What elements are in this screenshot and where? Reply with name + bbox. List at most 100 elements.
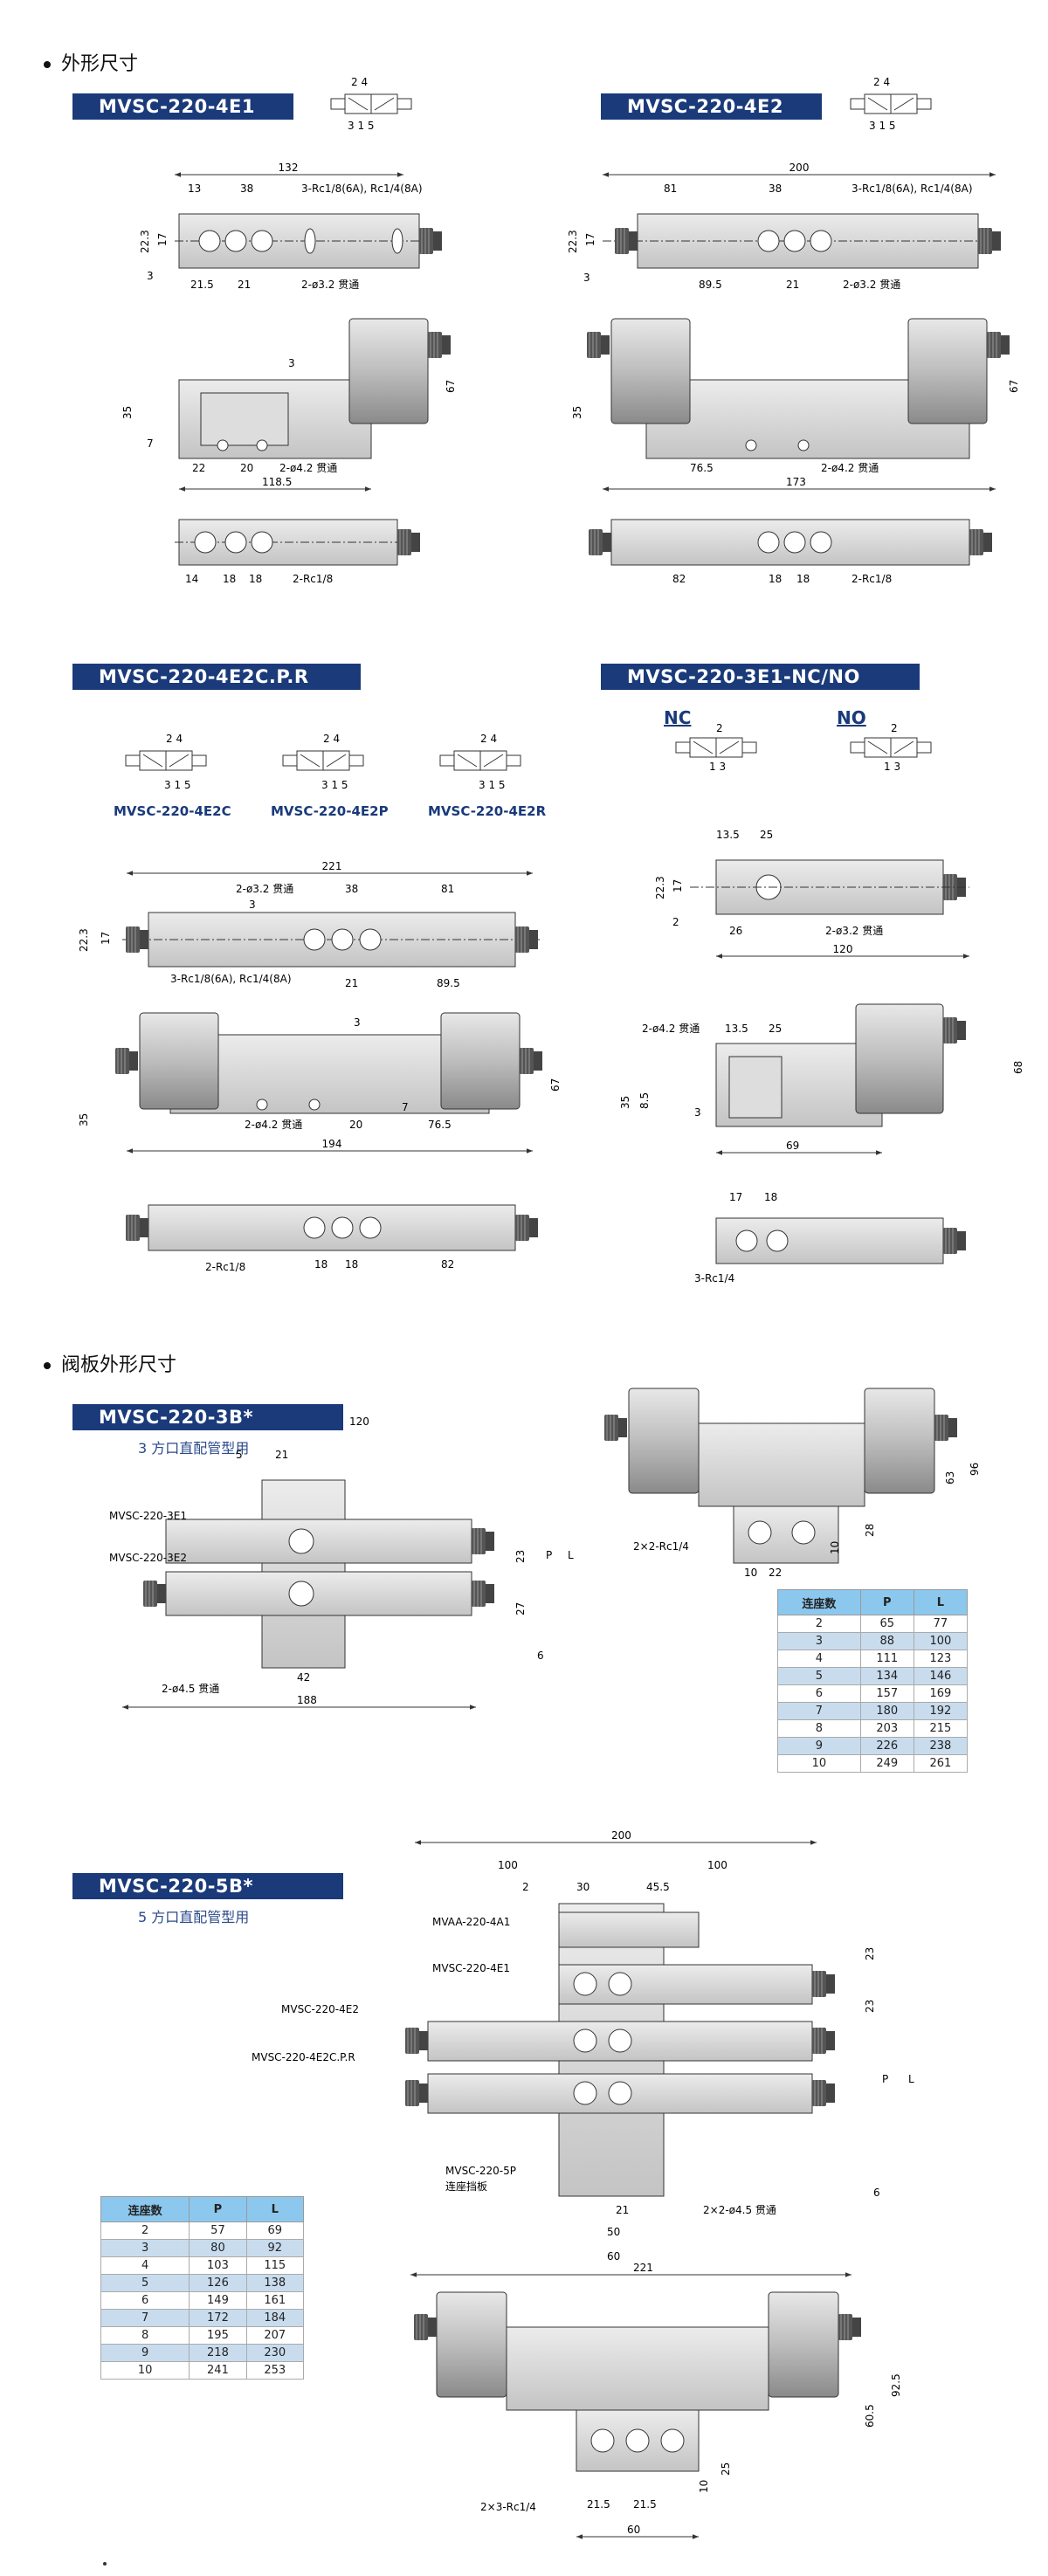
- dim-18a: 18: [223, 573, 236, 585]
- table-cell: 226: [859, 1737, 914, 1755]
- diagram-4e2cpr: 2 4 2 4 2 4 3 1 5 3 1 5 3 1 5 221 2-ø3.2…: [78, 733, 562, 1273]
- table-cell: 3: [777, 1632, 861, 1650]
- port-label: 2×3-Rc1/4: [480, 2501, 536, 2513]
- hole-note-2: 2-ø4.2 贯通: [821, 462, 879, 474]
- dim-42: 42: [297, 1671, 310, 1684]
- dim-38: 38: [240, 183, 253, 195]
- valve-label-3e1: MVSC-220-3E1: [109, 1510, 187, 1522]
- dim-35: 35: [619, 1096, 631, 1109]
- dim-22: 22: [769, 1567, 782, 1579]
- th-p: P: [189, 2196, 247, 2222]
- dim-17: 17: [100, 932, 112, 945]
- table-cell: 192: [913, 1702, 969, 1720]
- dim-38: 38: [769, 183, 782, 195]
- hole-note: 2-ø3.2 贯通: [236, 883, 293, 895]
- table-cell: 10: [777, 1754, 861, 1773]
- diagram-4e2: 2 4 3 1 5 200 81 38 3-Rc1/8(6A), Rc1/4(8…: [567, 76, 1020, 585]
- dim-200: 200: [789, 162, 810, 174]
- footer-dot: [103, 2562, 107, 2566]
- dim-89-5: 89.5: [437, 977, 460, 989]
- dim-22-3: 22.3: [567, 230, 579, 253]
- table-cell: 215: [913, 1719, 969, 1738]
- table-cell: 172: [189, 2309, 247, 2327]
- model-bar-5b: MVSC-220-5B*: [72, 1873, 343, 1899]
- hole-note-2: 2-ø4.2 贯通: [245, 1119, 302, 1131]
- table-cell: 69: [245, 2221, 305, 2240]
- dim-35: 35: [571, 406, 583, 419]
- table-cell: 9: [777, 1737, 861, 1755]
- symbol-label-nc: NC: [664, 707, 692, 728]
- dim-120: 120: [349, 1415, 369, 1428]
- dim-6: 6: [537, 1650, 544, 1662]
- sym-ports-top-p: 2 4: [323, 733, 340, 745]
- table-cell: 207: [245, 2326, 305, 2345]
- table-cell: 5: [100, 2274, 190, 2292]
- dim-28: 28: [864, 1524, 876, 1537]
- dim-s3: 3: [288, 357, 295, 369]
- model-bar-4e2: MVSC-220-4E2: [601, 93, 822, 120]
- table-cell: 111: [859, 1650, 914, 1668]
- valve-label-4a1: MVAA-220-4A1: [432, 1916, 510, 1928]
- table-cell: 2: [777, 1615, 861, 1633]
- model-sub-3b: 3 方口直配管型用: [138, 1440, 250, 1457]
- hole-note-2: 2-ø4.2 贯通: [279, 462, 337, 474]
- dim-60b: 60: [627, 2524, 640, 2536]
- sym-ports-13-no: 1 3: [884, 761, 900, 773]
- dim-60: 60: [607, 2250, 620, 2263]
- dim-14: 14: [185, 573, 198, 585]
- hole-note: 2-ø4.5 贯通: [162, 1683, 219, 1695]
- sym-ports-bot-p: 3 1 5: [321, 779, 348, 791]
- model-bar-4e1: MVSC-220-4E1: [72, 93, 293, 120]
- dim-35: 35: [78, 1113, 90, 1126]
- section-outline: 外形尺寸: [44, 48, 138, 76]
- dim-20: 20: [349, 1119, 362, 1131]
- dim-63: 63: [944, 1471, 956, 1484]
- table-cell: 157: [859, 1684, 914, 1703]
- table-cell: 184: [245, 2309, 305, 2327]
- diagram-manifold-5b: 200 100 100 2 30 45.5 MVAA-220-4A1 MVSC-…: [252, 1829, 914, 2539]
- table-cell: 126: [189, 2274, 247, 2292]
- table-cell: 146: [913, 1667, 969, 1685]
- hole-note: 2-ø3.2 贯通: [825, 925, 883, 937]
- dim-68: 68: [1012, 1061, 1024, 1074]
- dim-21: 21: [238, 279, 251, 291]
- dim-5: 5: [236, 1449, 243, 1461]
- dim-173: 173: [786, 476, 806, 488]
- dim-6: 6: [873, 2187, 880, 2199]
- table-cell: 241: [189, 2361, 247, 2380]
- dim-45-5: 45.5: [646, 1881, 670, 1893]
- sym-ports-bottom: 3 1 5: [869, 120, 896, 132]
- dim-18b: 18: [796, 573, 810, 585]
- dim-188: 188: [297, 1694, 317, 1706]
- hole-note: 2-ø3.2 贯通: [843, 279, 900, 291]
- dim-22-3: 22.3: [654, 876, 666, 899]
- valve-label-4e2: MVSC-220-4E2: [281, 2003, 359, 2015]
- dim-18b: 18: [345, 1258, 358, 1271]
- sym-ports-bottom: 3 1 5: [348, 120, 375, 132]
- dim-17: 17: [584, 233, 596, 246]
- dim-3: 3: [147, 270, 154, 282]
- table-cell: 218: [189, 2344, 247, 2362]
- dim-22-3: 22.3: [139, 230, 151, 253]
- sym-port-2-nc: 2: [716, 722, 723, 734]
- dim-81: 81: [664, 183, 677, 195]
- hole-note: 2×2-ø4.5 贯通: [703, 2204, 776, 2216]
- dim-l: L: [568, 1549, 574, 1561]
- table-cell: 2: [100, 2221, 190, 2240]
- dim-100a: 100: [498, 1859, 518, 1871]
- port-note: 3-Rc1/8(6A), Rc1/4(8A): [170, 973, 292, 985]
- dim-3: 3: [583, 272, 590, 284]
- dim-67: 67: [445, 380, 457, 393]
- dim-67: 67: [549, 1078, 562, 1092]
